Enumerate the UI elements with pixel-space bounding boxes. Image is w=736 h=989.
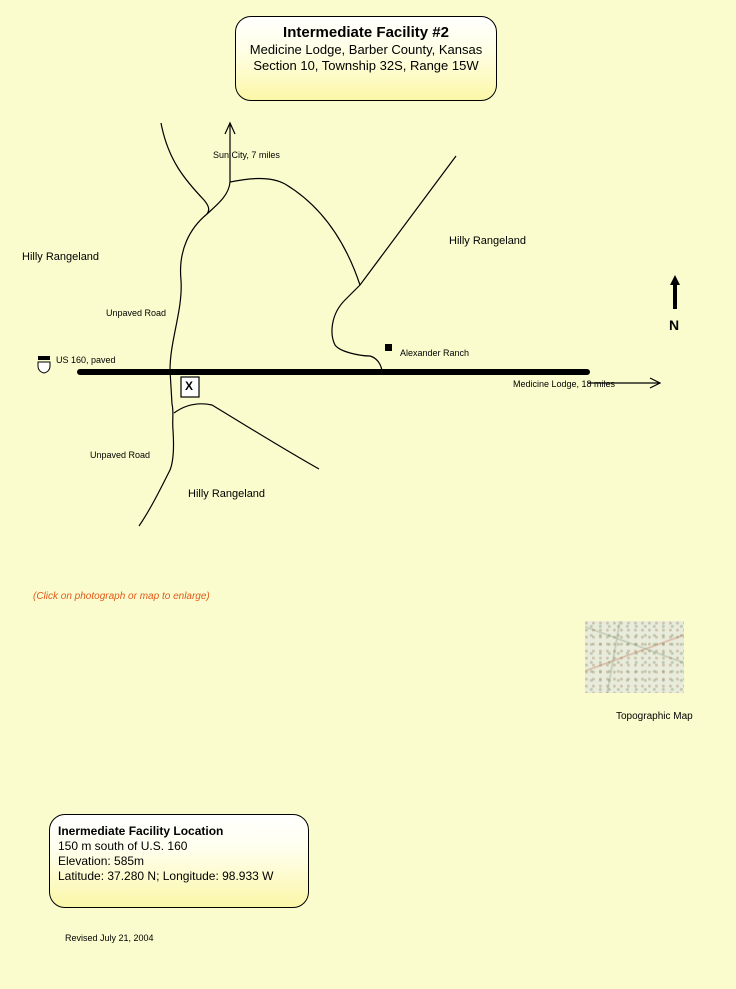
hilly-rangeland-south-label: Hilly Rangeland	[188, 488, 266, 500]
enlarge-note: (Click on photograph or map to enlarge)	[33, 591, 210, 602]
site-marker-label: X	[185, 379, 194, 393]
unpaved-road-south-label: Unpaved Road	[90, 450, 151, 460]
facility-title: Inermediate Facility Location	[58, 824, 224, 838]
road-northeast	[331, 155, 457, 372]
sun-city-arrow-icon	[224, 121, 236, 135]
page-title: Intermediate Facility #2	[283, 24, 449, 41]
title-box: Intermediate Facility #2 Medicine Lodge,…	[235, 16, 497, 101]
topographic-map-thumbnail[interactable]	[585, 621, 684, 693]
us160-label: US 160, paved	[56, 355, 116, 365]
road-ranch-loop	[229, 177, 361, 286]
sun-city-label: Sun City, 7 miles	[213, 150, 280, 160]
road-south-east	[173, 403, 320, 470]
medicine-lodge-arrow-icon	[649, 377, 662, 389]
site-marker-box	[180, 376, 200, 398]
topographic-map-label: Topographic Map	[616, 711, 693, 722]
survey-text: Section 10, Township 32S, Range 15W	[253, 58, 479, 73]
north-label: N	[669, 317, 680, 333]
north-arrow-icon	[670, 275, 680, 285]
hilly-rangeland-east-label: Hilly Rangeland	[449, 235, 527, 247]
road-north-main	[169, 123, 231, 405]
location-text: Medicine Lodge, Barber County, Kansas	[249, 42, 483, 57]
medicine-lodge-label: Medicine Lodge, 18 miles	[513, 379, 616, 389]
revised-date: Revised July 21, 2004	[65, 933, 154, 943]
unpaved-road-north-label: Unpaved Road	[106, 308, 167, 318]
facility-distance: 150 m south of U.S. 160	[58, 839, 188, 853]
road-south-main	[138, 403, 175, 527]
facility-info-box: Inermediate Facility Location 150 m sout…	[49, 814, 309, 908]
facility-coordinates: Latitude: 37.280 N; Longitude: 98.933 W	[58, 869, 274, 883]
road-northwest	[160, 122, 210, 215]
us-highway-shield-icon	[37, 356, 51, 374]
facility-elevation: Elevation: 585m	[58, 854, 145, 868]
hilly-rangeland-west-label: Hilly Rangeland	[22, 251, 100, 263]
alexander-ranch-label: Alexander Ranch	[400, 348, 470, 358]
ranch-icon	[385, 344, 392, 351]
